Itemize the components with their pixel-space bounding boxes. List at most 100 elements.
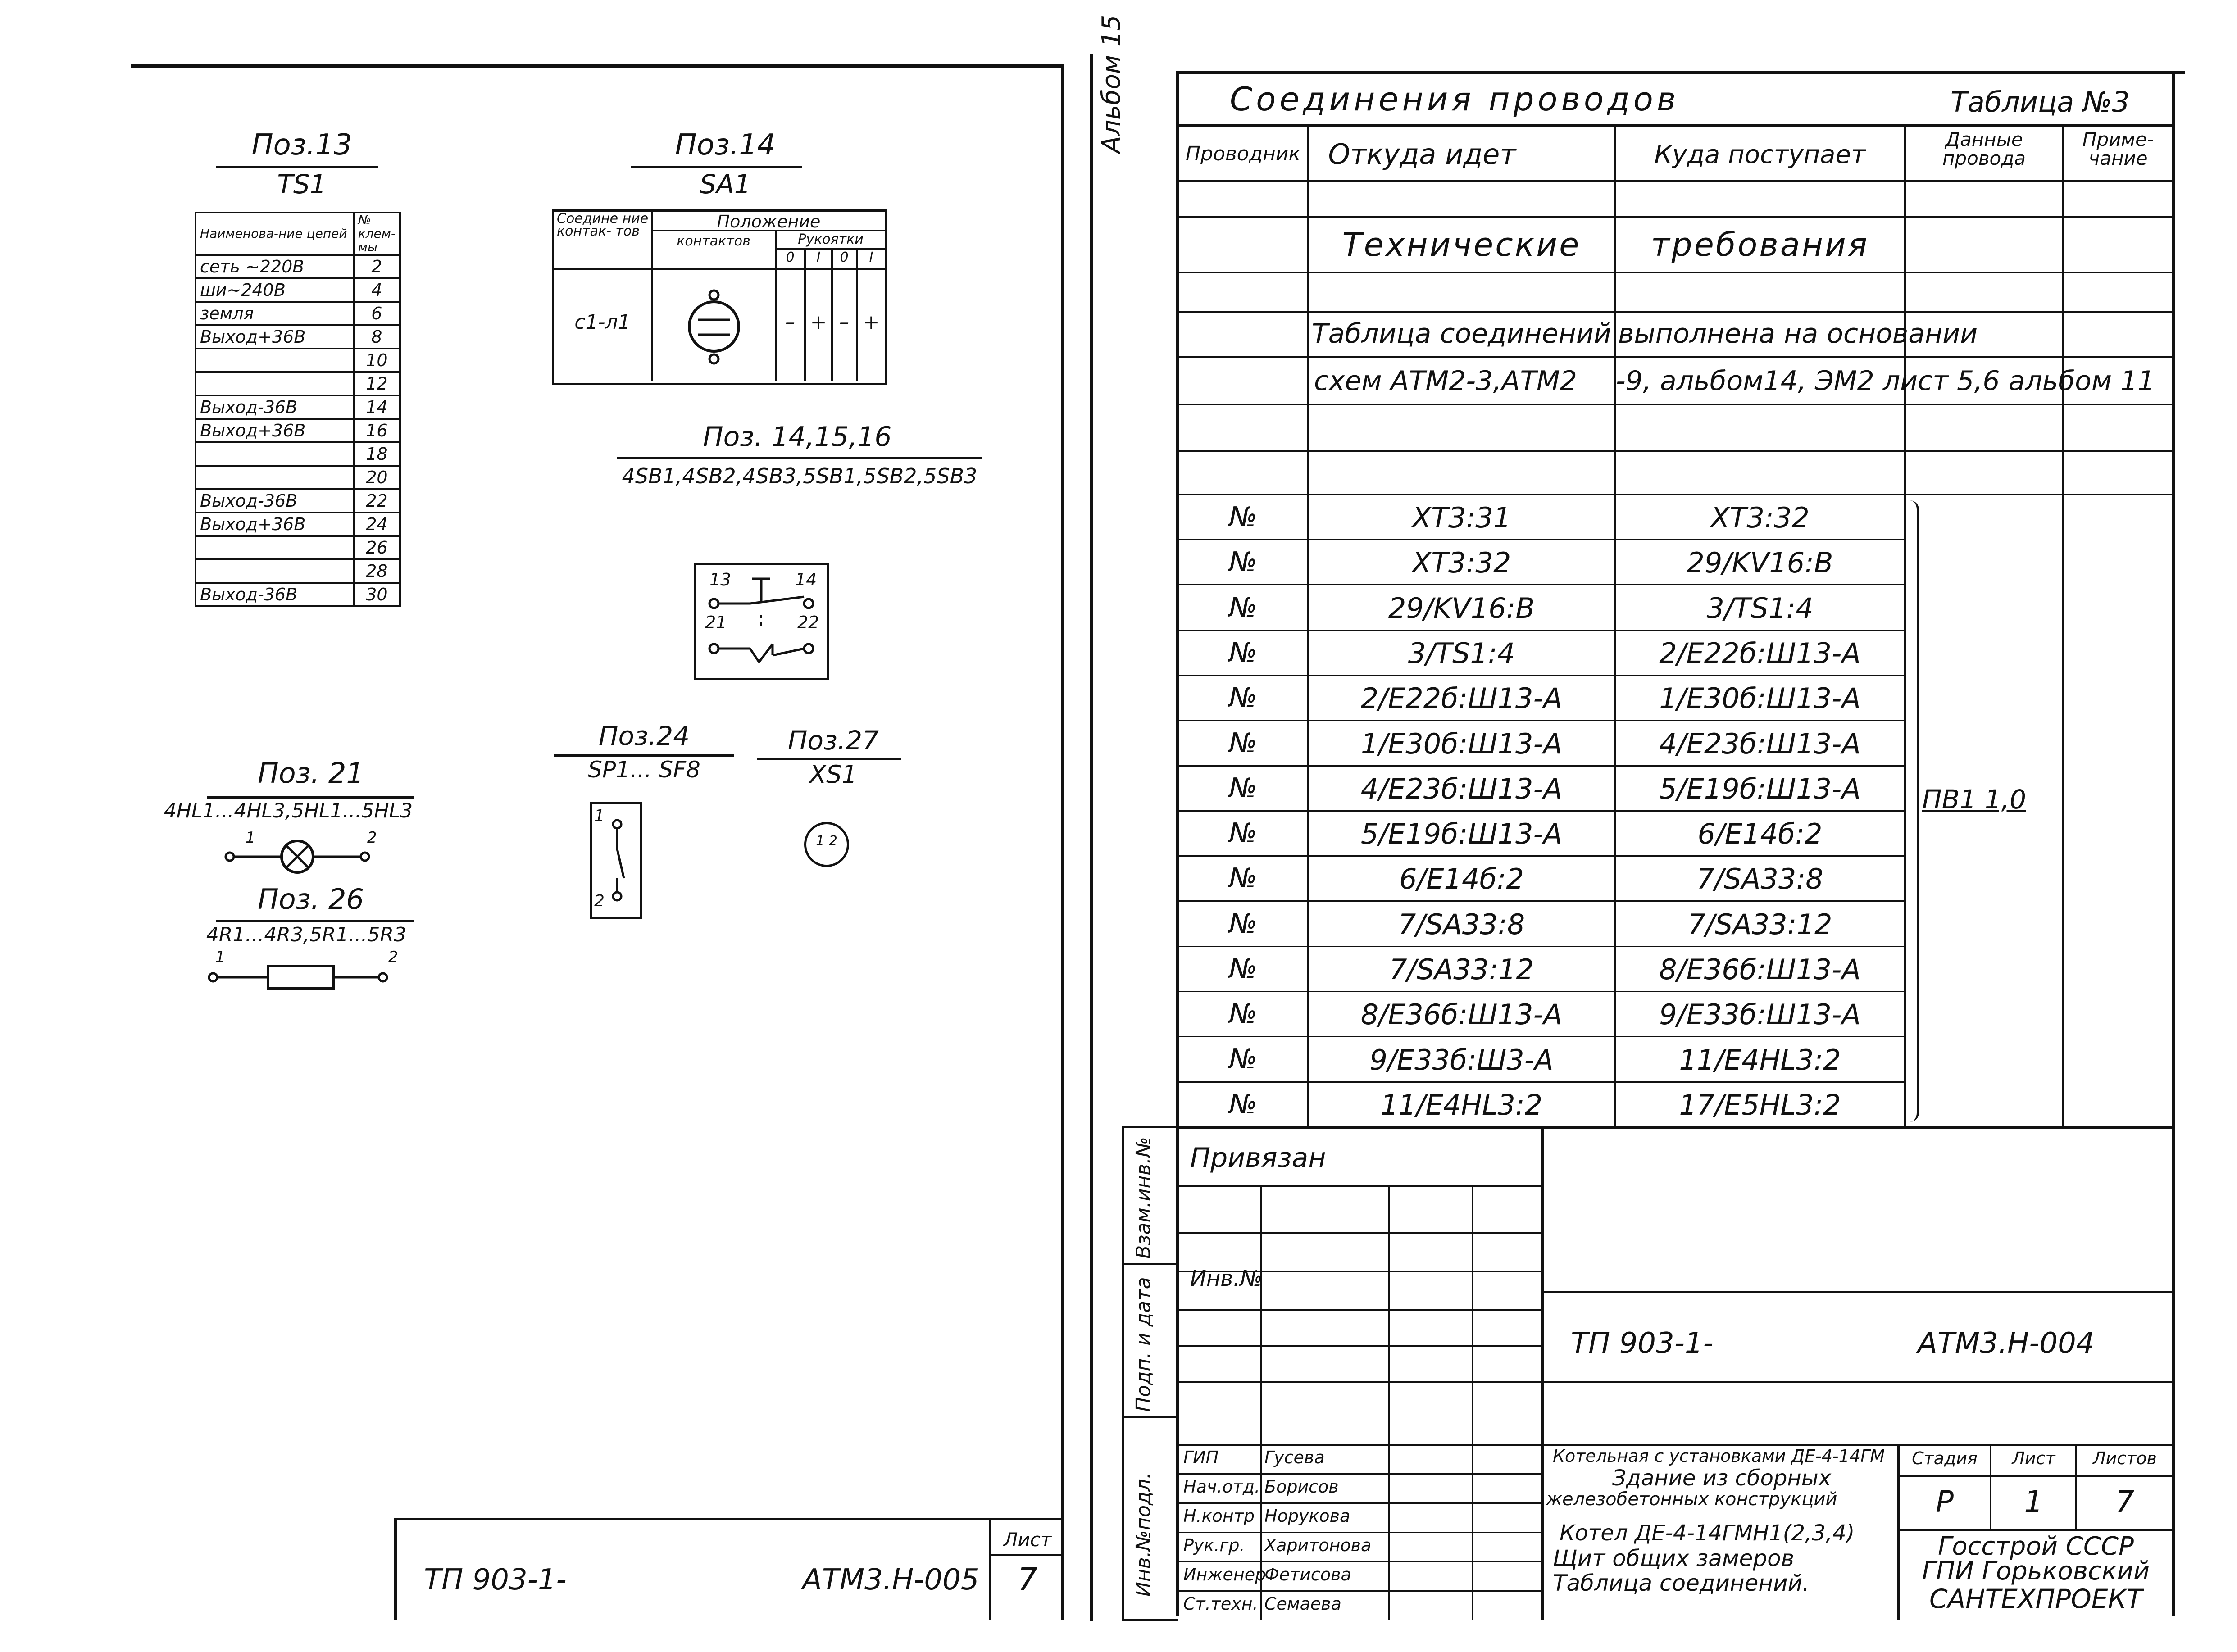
pos13-circuit: Выход-36В — [195, 395, 355, 420]
row-divider — [1179, 539, 1904, 540]
right-frame-top — [1176, 71, 2185, 74]
row-from: ХТ3:31 — [1412, 501, 1511, 534]
signature-name: Фетисова — [1264, 1565, 1351, 1584]
pos21-title: Поз. 21 — [258, 757, 364, 790]
pos13-circuit: сеть ~220В — [195, 254, 355, 279]
pos13-terminal: 10 — [352, 348, 401, 373]
desc-4: Котел ДЕ-4-14ГМН1(2,3,4) — [1560, 1520, 1855, 1546]
left-stamp: ТП 903-1- АТМ3.Н-005 Лист 7 — [394, 1518, 1064, 1620]
sheet-label: Лист — [2012, 1448, 2055, 1468]
row-to: 4/Е23б:Ш13-А — [1659, 727, 1861, 760]
org-line-1: Госстрой СССР — [1938, 1532, 2134, 1561]
pos14-mark-1: + — [810, 311, 827, 334]
left-right-border — [1061, 64, 1064, 1620]
side-label-inv: Инв.№подл. — [1132, 1472, 1155, 1597]
desc-3: железобетонных конструкций — [1546, 1489, 1837, 1510]
header-from: Откуда идет — [1328, 138, 1516, 171]
row-divider — [1179, 991, 1904, 992]
pos13-circuit: Выход+36В — [195, 324, 355, 349]
row-to: 3/TS1:4 — [1706, 592, 1814, 625]
left-stamp-sheet-no: 7 — [1017, 1561, 1038, 1598]
stamp-code-left: ТП 903-1- — [1571, 1327, 1714, 1360]
desc-1: Котельная с установками ДЕ-4-14ГМ — [1553, 1446, 1885, 1466]
signature-role: ГИП — [1183, 1448, 1219, 1467]
row-divider — [1179, 946, 1904, 947]
row-from: 2/Е22б:Ш13-А — [1360, 682, 1563, 715]
pos13-terminal: 30 — [352, 582, 401, 607]
row-from: 3/TS1:4 — [1408, 637, 1515, 670]
pos13-terminal: 22 — [352, 488, 401, 513]
pos26-title: Поз. 26 — [258, 883, 364, 916]
row-from: ХТ3:32 — [1412, 546, 1511, 579]
row-conductor: № — [1229, 546, 1257, 578]
note-line2-a: схем АТМ2-3,АТМ2 — [1314, 365, 1577, 397]
pos13-row: 10 — [195, 348, 401, 373]
pos14-col-0: 0 — [786, 250, 795, 265]
pos14-sub: SA1 — [700, 169, 751, 200]
row-divider — [1179, 584, 1904, 585]
signature-role: Инженер — [1183, 1565, 1266, 1584]
signature-name: Норукова — [1264, 1506, 1350, 1526]
switch-contact-icon — [688, 289, 740, 365]
row-conductor: № — [1229, 862, 1257, 894]
pos14-h4: Рукоятки — [798, 231, 864, 247]
header-note: Приме-чание — [2082, 128, 2154, 169]
row-from: 6/Е14б:2 — [1399, 862, 1524, 895]
pos13-title: Поз.13 — [251, 128, 352, 162]
right-left-margin — [1090, 54, 1093, 1621]
pos13-row: 20 — [195, 465, 401, 490]
pos14-underline — [631, 166, 802, 168]
row-from: 9/Е33б:Ш3-А — [1369, 1044, 1554, 1076]
row-conductor: № — [1229, 592, 1257, 623]
row-to: 5/Е19б:Ш13-А — [1659, 772, 1861, 805]
pos13-underline — [216, 166, 378, 168]
privyazan-label: Привязан — [1190, 1142, 1326, 1174]
pos26-sub: 4R1...4R3,5R1...5R3 — [206, 923, 407, 946]
row-to: 17/Е5HL3:2 — [1679, 1089, 1841, 1121]
connections-table: Проводник Откуда идет Куда поступает Дан… — [1179, 124, 2172, 1131]
signature-role: Ст.техн. — [1183, 1594, 1258, 1614]
pos13-terminal: 12 — [352, 371, 401, 396]
pushbutton-icon — [708, 577, 814, 663]
row-from: 7/SA33:12 — [1389, 953, 1534, 986]
right-frame-right — [2172, 71, 2175, 1616]
pos14-table: Соедине ние контак- тов Положение контак… — [552, 209, 887, 385]
pos13-circuit: Выход+36В — [195, 418, 355, 443]
pos14-mark-2: – — [839, 311, 849, 334]
pos14-h1: Соедине ние контак- тов — [557, 211, 649, 239]
pos21-t1: 1 — [246, 829, 255, 847]
signature-divider — [1179, 1561, 1541, 1562]
pos13-circuit — [195, 558, 355, 584]
header-conductor: Проводник — [1185, 142, 1301, 165]
row-to: 29/KV16:В — [1687, 546, 1833, 579]
stage-value: Р — [1936, 1484, 1954, 1519]
pos13-terminal: 16 — [352, 418, 401, 443]
signature-role: Рук.гр. — [1183, 1535, 1245, 1555]
row-to: 2/Е22б:Ш13-А — [1659, 637, 1861, 670]
pos21-t2: 2 — [367, 829, 377, 847]
pos13-terminal: 28 — [352, 558, 401, 584]
row-conductor: № — [1229, 501, 1257, 533]
pos14-title: Поз.14 — [675, 128, 776, 162]
left-stamp-sheet-label: Лист — [1003, 1529, 1052, 1551]
pos13-terminal: 6 — [352, 301, 401, 326]
pos26-underline — [216, 920, 414, 922]
pos21-underline — [207, 796, 414, 799]
pos13-terminal: 24 — [352, 512, 401, 537]
lamp-icon — [224, 840, 370, 874]
pos141516-sub: 4SB1,4SB2,4SB3,5SB1,5SB2,5SB3 — [622, 464, 978, 488]
signature-divider — [1179, 1532, 1541, 1533]
pos13-circuit — [195, 465, 355, 490]
row-divider — [1179, 720, 1904, 721]
resistor-icon — [208, 965, 388, 990]
side-label-strip: Взам.инв.№ Подп. и дата Инв.№подл. — [1122, 1126, 1178, 1621]
socket-terminals: 1 2 — [816, 833, 837, 849]
row-from: 5/Е19б:Ш13-А — [1360, 817, 1563, 850]
row-to: 11/Е4HL3:2 — [1679, 1044, 1841, 1076]
pos13-terminal: 26 — [352, 535, 401, 560]
